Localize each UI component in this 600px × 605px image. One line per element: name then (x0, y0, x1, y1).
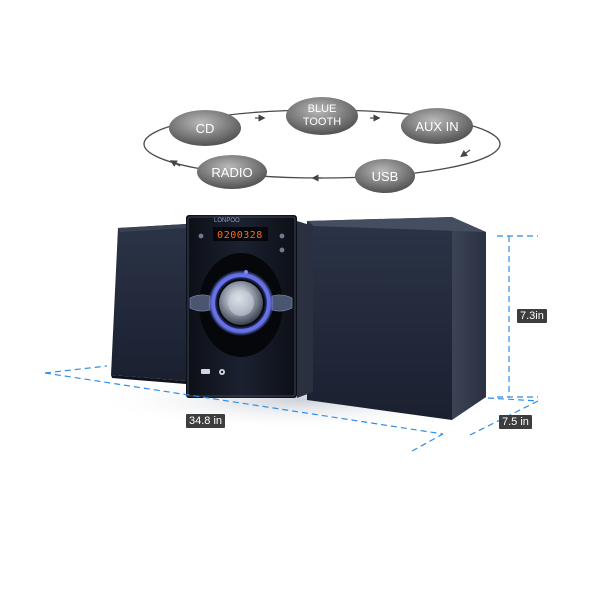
cycle-arrow-icon (169, 160, 181, 167)
main-unit: LONPOO 0200328 (186, 215, 313, 398)
depth-line (469, 400, 539, 436)
depth-line-lower (487, 397, 539, 402)
mode-button[interactable] (279, 233, 285, 239)
display-readout: 0200328 (217, 230, 263, 241)
eject-button[interactable] (279, 247, 285, 253)
height-dimension-label: 7.3in (517, 309, 547, 323)
depth-dimension-label: 7.5 in (499, 415, 532, 429)
led-display: 0200328 (213, 227, 268, 241)
mode-cycle-diagram: CD BLUE TOOTH AUX IN USB RADIO (143, 97, 501, 193)
next-button[interactable] (271, 294, 293, 312)
mode-pill-bluetooth: BLUE TOOTH (286, 97, 358, 135)
width-line-bottom (44, 372, 444, 435)
power-button[interactable] (198, 233, 204, 239)
mode-pill-radio: RADIO (197, 155, 267, 189)
cycle-arrow-icon (460, 149, 471, 158)
mode-label-aux-in: AUX IN (415, 119, 458, 134)
mode-label-cd: CD (196, 121, 215, 136)
mode-label-bluetooth-line1: BLUE (308, 103, 337, 115)
width-line-right-edge (411, 433, 444, 452)
prev-button[interactable] (189, 294, 211, 312)
mode-pill-cd: CD (169, 110, 241, 146)
brand-logo: LONPOO (214, 218, 240, 224)
mode-label-radio: RADIO (211, 165, 252, 180)
left-speaker (111, 224, 186, 384)
mode-pill-aux-in: AUX IN (401, 108, 473, 144)
mode-label-bluetooth-line2: TOOTH (303, 116, 341, 128)
width-dimension-label: 34.8 in (186, 414, 226, 428)
right-speaker (307, 217, 486, 420)
width-line-top (44, 365, 108, 374)
dimension-lines (44, 235, 539, 452)
mode-pill-usb: USB (355, 159, 415, 193)
mode-label-usb: USB (372, 169, 399, 184)
usb-port[interactable] (201, 369, 210, 374)
play-pause-indicator (244, 270, 248, 274)
